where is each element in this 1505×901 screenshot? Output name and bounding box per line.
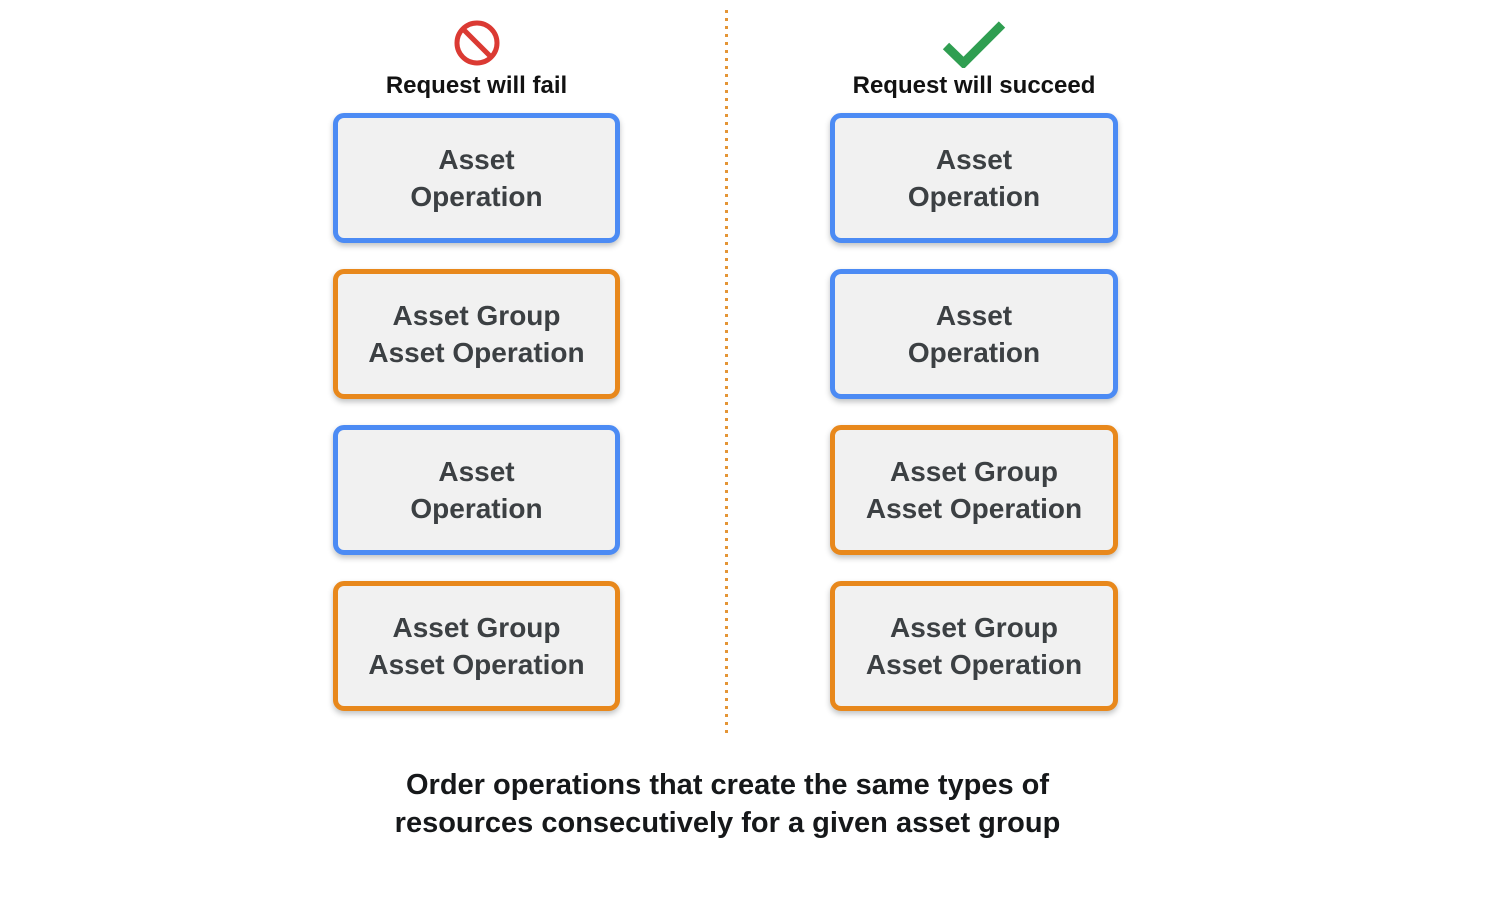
caption: Order operations that create the same ty… bbox=[394, 769, 1061, 839]
box-label: Asset Operation bbox=[410, 456, 543, 524]
column-divider bbox=[725, 10, 728, 737]
check-icon bbox=[939, 14, 1009, 72]
diagram-box: Asset Group Asset Operation bbox=[333, 269, 620, 399]
succeed-box-stack: Asset Operation Asset Operation Asset Gr… bbox=[830, 113, 1118, 711]
box-label: Asset Operation bbox=[907, 300, 1041, 368]
box-label: Asset Group Asset Operation bbox=[865, 612, 1083, 680]
box-label: Asset Group Asset Operation bbox=[865, 456, 1083, 524]
succeed-column: Request will succeed Asset Operation Ass… bbox=[830, 14, 1118, 711]
prohibited-icon bbox=[453, 14, 501, 72]
diagram-box: Asset Operation bbox=[830, 113, 1118, 243]
box-label: Asset Group Asset Operation bbox=[368, 300, 585, 368]
fail-heading: Request will fail bbox=[385, 72, 568, 99]
prohibited-slash bbox=[461, 27, 492, 59]
diagram-box: Asset Group Asset Operation bbox=[830, 425, 1118, 555]
diagram-box: Asset Operation bbox=[333, 425, 620, 555]
box-label: Asset Group Asset Operation bbox=[368, 612, 585, 680]
prohibited-circle bbox=[454, 20, 499, 66]
diagram-box: Asset Group Asset Operation bbox=[830, 581, 1118, 711]
diagram-box: Asset Operation bbox=[830, 269, 1118, 399]
box-label: Asset Operation bbox=[907, 144, 1041, 212]
diagram-box: Asset Group Asset Operation bbox=[333, 581, 620, 711]
diagram-box: Asset Operation bbox=[333, 113, 620, 243]
box-label: Asset Operation bbox=[410, 144, 543, 212]
fail-box-stack: Asset Operation Asset Group Asset Operat… bbox=[333, 113, 620, 711]
check-stroke bbox=[942, 21, 1006, 68]
succeed-heading: Request will succeed bbox=[852, 72, 1096, 99]
fail-column: Request will fail Asset Operation Asset … bbox=[333, 14, 620, 711]
